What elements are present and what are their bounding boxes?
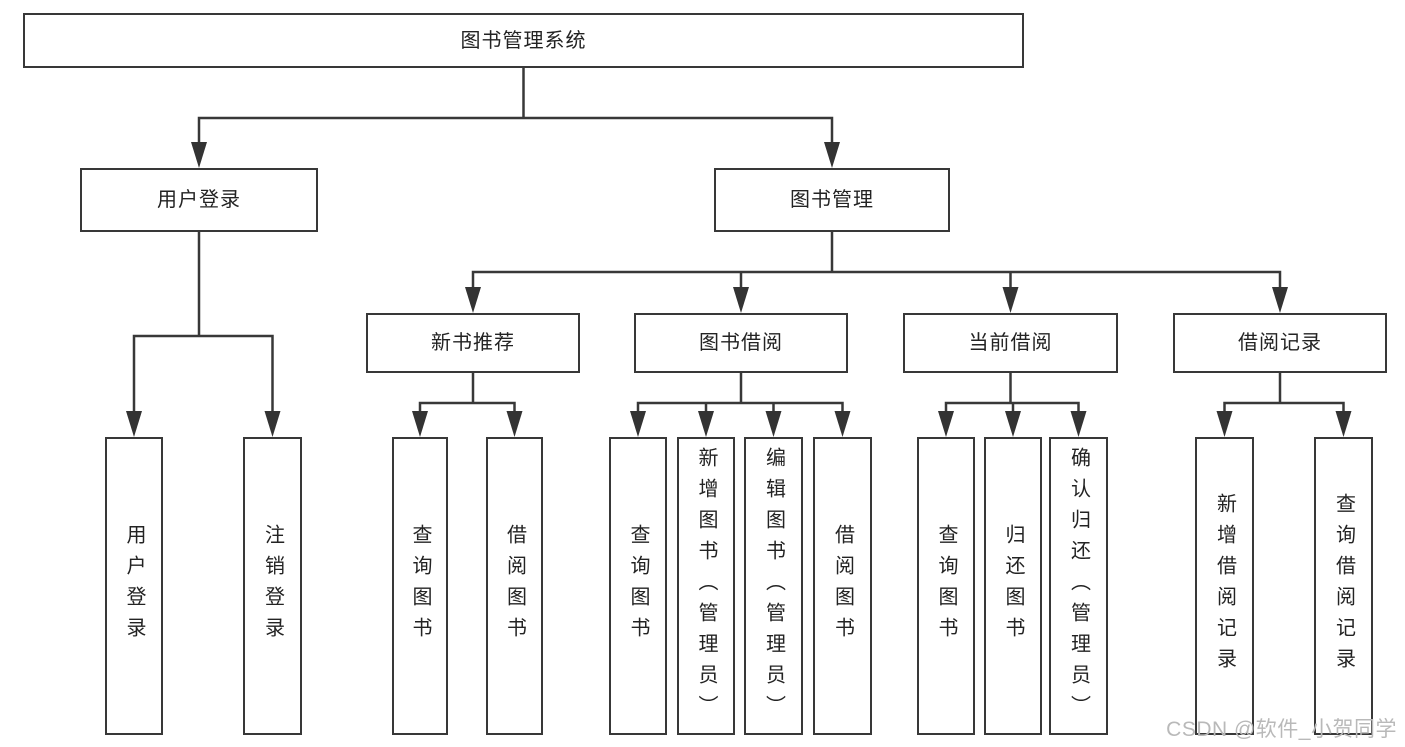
arrowheads	[126, 142, 1352, 437]
node-book-borrowing: 图书借阅	[634, 313, 848, 373]
leaf-borrow-books: 借阅图书	[813, 437, 872, 735]
leaf-logout: 注销登录	[243, 437, 302, 735]
leaf-edit-books-admin: 编辑图书（管理员）	[744, 437, 803, 735]
node-new-book-recommend: 新书推荐	[366, 313, 580, 373]
leaf-return-books: 归还图书	[984, 437, 1042, 735]
leaf-query-borrow-record: 查询借阅记录	[1314, 437, 1373, 735]
node-library-management-system: 图书管理系统	[23, 13, 1024, 68]
leaf-user-login: 用户登录	[105, 437, 163, 735]
leaf-add-borrow-record: 新增借阅记录	[1195, 437, 1254, 735]
leaf-borrow-books-recommend: 借阅图书	[486, 437, 543, 735]
leaf-add-books-admin: 新增图书（管理员）	[677, 437, 735, 735]
leaf-confirm-return-admin: 确认归还（管理员）	[1049, 437, 1108, 735]
leaf-query-books-borrowing: 查询图书	[609, 437, 667, 735]
node-current-borrowing: 当前借阅	[903, 313, 1118, 373]
node-book-management: 图书管理	[714, 168, 950, 232]
leaf-query-books-recommend: 查询图书	[392, 437, 448, 735]
node-user-login: 用户登录	[80, 168, 318, 232]
csdn-watermark: CSDN @软件_小贺同学	[1166, 718, 1397, 741]
node-borrowing-records: 借阅记录	[1173, 313, 1387, 373]
leaf-query-books-current: 查询图书	[917, 437, 975, 735]
